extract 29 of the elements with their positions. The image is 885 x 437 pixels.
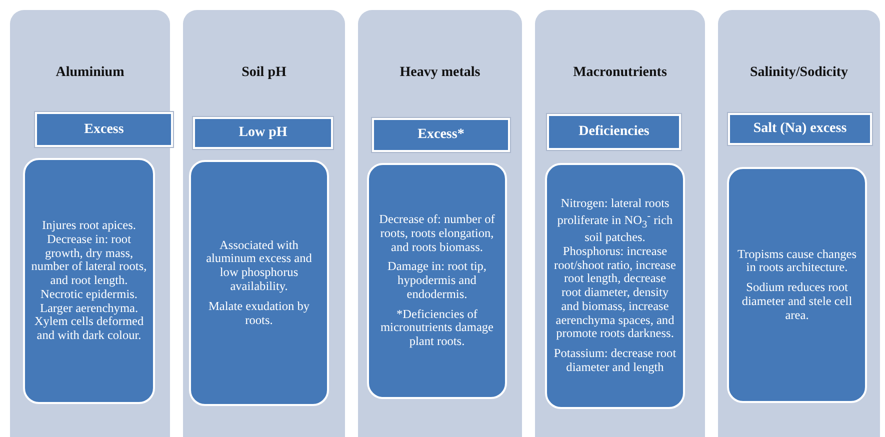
category-tag: Excess*	[372, 118, 510, 152]
description-box	[189, 160, 329, 406]
column-panel	[718, 10, 880, 437]
column-heading: Salinity/Sodicity	[748, 65, 850, 81]
description-text: Nitrogen: lateral roots proliferate in NO$_{3}$$^{-}$ rich soil patches. Phosphorus: increase root/shoot ratio, increase root length, decrease root diameter, density and biomass, increase aerenchyma spaces, and promote roots darkness.	[553, 197, 677, 342]
description-text: Damage in: root tip, hypodermis and endodermis.	[386, 260, 488, 302]
description-text: Tropisms cause changes in roots architecture.	[736, 248, 858, 276]
description-text: Associated with aluminum excess and low phosphorus availability.	[205, 238, 313, 294]
category-tag: Salt (Na) excess	[728, 113, 872, 145]
category-tag: Deficiencies	[547, 114, 681, 150]
column-heading: Macronutrients	[572, 65, 668, 81]
description-text: Malate exudation by roots.	[207, 300, 311, 328]
category-tag: Excess	[35, 112, 173, 147]
description-text: Injures root apices. Decrease in: root growth, dry mass, number of lateral roots, and root length. Necrotic epidermis. Larger aerenchyma. Xylem cells deformed and with dark colour.	[31, 219, 147, 343]
column-panel	[358, 10, 522, 437]
description-text: Sodium reduces root diameter and stele cell area.	[740, 281, 854, 322]
column-heading: Heavy metals	[398, 65, 482, 81]
column-panel	[183, 10, 345, 437]
description-box	[545, 163, 685, 409]
description-box	[367, 163, 507, 399]
column-heading: Soil pH	[240, 65, 288, 81]
column-heading: Aluminium	[54, 65, 126, 81]
description-text: Potassium: decrease root diameter and length	[553, 347, 677, 375]
description-box	[23, 158, 155, 404]
description-text: Decrease of: number of roots, roots elongation, and roots biomass.	[378, 213, 496, 254]
description-text: *Deficiencies of micronutrients damage plant roots.	[379, 308, 495, 349]
column-panel	[535, 10, 705, 437]
description-box	[727, 167, 867, 403]
category-tag: Low pH	[193, 117, 333, 149]
